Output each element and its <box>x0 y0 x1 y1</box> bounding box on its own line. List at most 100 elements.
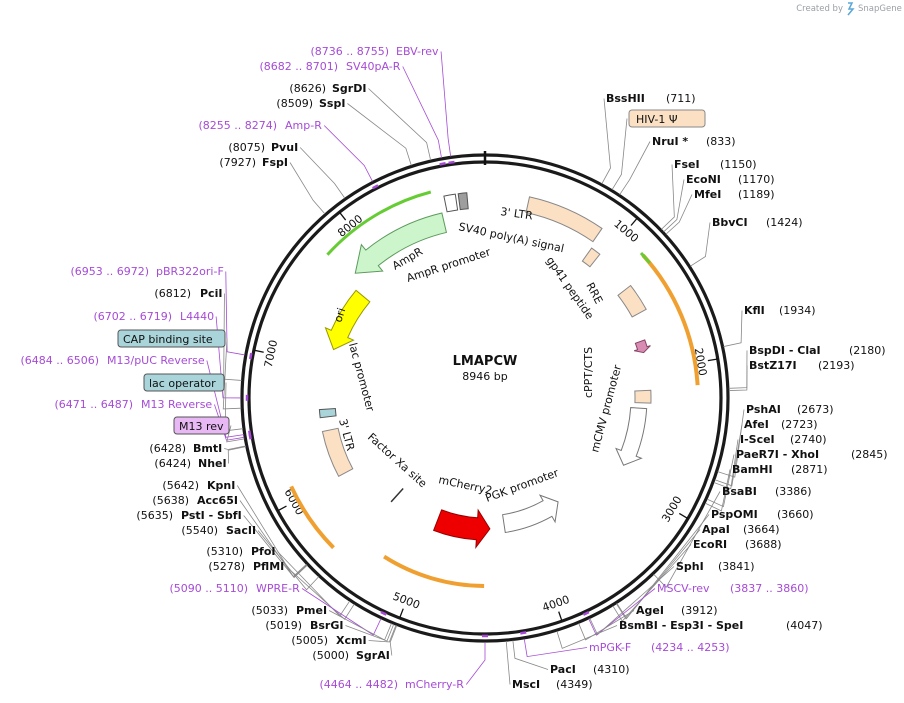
site-BsaBI[interactable]: BsaBI(3386) <box>722 485 812 498</box>
svg-text:FspI: FspI <box>262 156 288 169</box>
site-BsmBI-Esp3I-SpeI[interactable]: BsmBI - Esp3I - SpeI(4047) <box>619 619 823 632</box>
primer-EBV-rev[interactable]: (8736 .. 8755)EBV-rev <box>310 45 439 58</box>
site-BmtI[interactable]: (6428)BmtI <box>149 442 222 455</box>
site-NruI[interactable]: NruI *(833) <box>652 135 736 148</box>
site-PflMI[interactable]: (5278)PflMI <box>208 560 284 573</box>
leader-line-right-7 <box>723 310 743 347</box>
leader-line-left-15 <box>224 445 246 450</box>
site-EcoNI[interactable]: EcoNI(1170) <box>686 173 775 186</box>
feature-3ltr-top-box[interactable] <box>525 196 603 243</box>
svg-text:PshAI: PshAI <box>746 403 781 416</box>
site-AfeI[interactable]: AfeI(2723) <box>744 418 818 431</box>
site-BspDI-ClaI[interactable]: BspDI - ClaI(2180) <box>749 344 886 357</box>
feature-cppt-box[interactable] <box>634 389 652 404</box>
feature-sv40-promoter-box[interactable] <box>443 193 459 213</box>
primer-Amp-R[interactable]: (8255 .. 8274)Amp-R <box>198 119 322 132</box>
site-SspI[interactable]: (8509) SspI <box>276 97 345 110</box>
site-SacII[interactable]: (5540)SacII <box>181 524 256 537</box>
svg-text:SV40pA-R: SV40pA-R <box>346 60 401 73</box>
primer-SV40pA-R[interactable]: (8682 .. 8701)SV40pA-R <box>259 60 400 73</box>
feature-label-ori[interactable]: ori <box>331 306 348 324</box>
site-PstI-SbfI[interactable]: (5635)PstI - SbfI <box>136 509 241 522</box>
feature-rre-box[interactable] <box>617 284 647 318</box>
site-XcmI[interactable]: (5005)XcmI <box>291 634 366 647</box>
svg-text:SspI: SspI <box>319 97 345 110</box>
site-FseI[interactable]: FseI(1150) <box>674 158 757 171</box>
feature-lac-operator[interactable]: lac operator <box>143 373 225 392</box>
primer-mark-right-20 <box>582 611 590 616</box>
feature-ampr-arrow[interactable] <box>354 212 448 274</box>
site-SphI[interactable]: SphI(3841) <box>676 560 755 573</box>
site-MfeI[interactable]: MfeI(1189) <box>694 188 775 201</box>
site-MscI[interactable]: MscI(4349) <box>512 678 593 691</box>
site-PciI[interactable]: (6812)PciI <box>154 287 222 300</box>
leader-line-right-2 <box>619 141 651 195</box>
feature-factor-xa-mark[interactable] <box>390 487 404 503</box>
primer-M13-Reverse[interactable]: (6471 .. 6487)M13 Reverse <box>54 398 212 411</box>
leader-line-left-3 <box>347 103 412 166</box>
svg-text:PflMI: PflMI <box>253 560 284 573</box>
svg-text:NheI: NheI <box>198 457 227 470</box>
site-SgrDI[interactable]: (8626)SgrDI <box>289 82 366 95</box>
site-NheI[interactable]: (6424)NheI <box>154 457 226 470</box>
primer-mCherry-R[interactable]: (4464 .. 4482)mCherry-R <box>319 678 464 691</box>
site-PfoI[interactable]: (5310)PfoI <box>206 545 275 558</box>
site-AgeI[interactable]: AgeI(3912) <box>636 604 718 617</box>
site-FspI[interactable]: (7927)FspI <box>219 156 288 169</box>
site-BstZ17I[interactable]: BstZ17I(2193) <box>749 359 855 372</box>
feature-layer <box>289 190 700 588</box>
feature-sv40-box[interactable] <box>457 192 469 211</box>
primer-MSCV-rev[interactable]: MSCV-rev(3837 .. 3860) <box>657 582 809 595</box>
site-HIV1-psi[interactable]: HIV-1 Ψ <box>628 109 706 128</box>
feature-label-3ltr-top[interactable]: 3' LTR <box>500 205 534 222</box>
site-PmeI[interactable]: (5033)PmeI <box>251 604 327 617</box>
feature-CAP-binding-site[interactable]: CAP binding site <box>117 329 226 348</box>
feature-label-cppt-cts[interactable]: cPPT/CTS <box>582 347 595 398</box>
feature-mcherry2-arrow[interactable] <box>432 508 491 550</box>
feature-mcmv-promoter-arrow[interactable] <box>615 407 648 466</box>
primer-mPGK-F[interactable]: mPGK-F(4234 .. 4253) <box>589 641 730 654</box>
leader-line-left-16 <box>227 446 246 464</box>
feature-ori-arrow[interactable] <box>324 289 371 351</box>
site-EcoRI[interactable]: EcoRI(3688) <box>693 538 782 551</box>
feature-M13-rev[interactable]: M13 rev <box>173 416 230 435</box>
site-BssHII[interactable]: BssHII(711) <box>606 92 696 105</box>
svg-text:(2193): (2193) <box>818 359 855 372</box>
feature-ltr-small-box[interactable] <box>581 247 601 268</box>
leader-line-right-0 <box>601 98 611 184</box>
primer-WPRE-R[interactable]: (5090 .. 5110)WPRE-R <box>169 582 300 595</box>
svg-text:(2180): (2180) <box>849 344 886 357</box>
site-KpnI[interactable]: (5642)KpnI <box>162 479 235 492</box>
feature-lac-operator-box[interactable] <box>318 407 337 419</box>
svg-text:AgeI: AgeI <box>636 604 664 617</box>
tick-label-7000: 7000 <box>262 339 280 369</box>
svg-text:(4464 .. 4482): (4464 .. 4482) <box>319 678 398 691</box>
site-BbvCI[interactable]: BbvCI(1424) <box>712 216 803 229</box>
svg-text:(8509): (8509) <box>276 97 313 110</box>
primer-pBR322ori-F[interactable]: (6953 .. 6972)pBR322ori-F <box>70 265 223 278</box>
site-SgrAI[interactable]: (5000)SgrAI <box>312 649 389 662</box>
site-PshAI[interactable]: PshAI(2673) <box>746 403 834 416</box>
site-PspOMI[interactable]: PspOMI(3660) <box>711 508 814 521</box>
site-BamHI[interactable]: BamHI(2871) <box>732 463 828 476</box>
site-PaeR7I-XhoI[interactable]: PaeR7I - XhoI(2845) <box>736 448 888 461</box>
feature-label-lac-promoter[interactable]: lac promoter <box>346 341 377 413</box>
feature-gp41-arrow[interactable] <box>634 339 651 354</box>
site-BsrGI[interactable]: (5019)BsrGI <box>265 619 343 632</box>
svg-text:Amp-R: Amp-R <box>285 119 322 132</box>
feature-label-factor-xa[interactable]: Factor Xa site <box>365 431 429 491</box>
leader-line-left-1 <box>402 66 442 158</box>
primer-M13-pUC-Reverse[interactable]: (6484 .. 6506)M13/pUC Reverse <box>20 354 204 367</box>
site-KflI[interactable]: KflI(1934) <box>744 304 816 317</box>
site-Acc65I[interactable]: (5638)Acc65I <box>152 494 238 507</box>
site-I-SceI[interactable]: I-SceI(2740) <box>740 433 827 446</box>
feature-3ltr-left-box[interactable] <box>321 427 354 477</box>
feature-pgk-promoter-arrow[interactable] <box>502 494 559 534</box>
primer-mark-left-23 <box>380 610 387 616</box>
site-ApaI[interactable]: ApaI(3664) <box>702 523 780 536</box>
primer-L4440[interactable]: (6702 .. 6719)L4440 <box>93 310 214 323</box>
svg-text:(3660): (3660) <box>777 508 814 521</box>
site-PacI[interactable]: PacI(4310) <box>550 663 630 676</box>
svg-text:KpnI: KpnI <box>207 479 235 492</box>
site-PvuI[interactable]: (8075)PvuI <box>228 141 298 154</box>
